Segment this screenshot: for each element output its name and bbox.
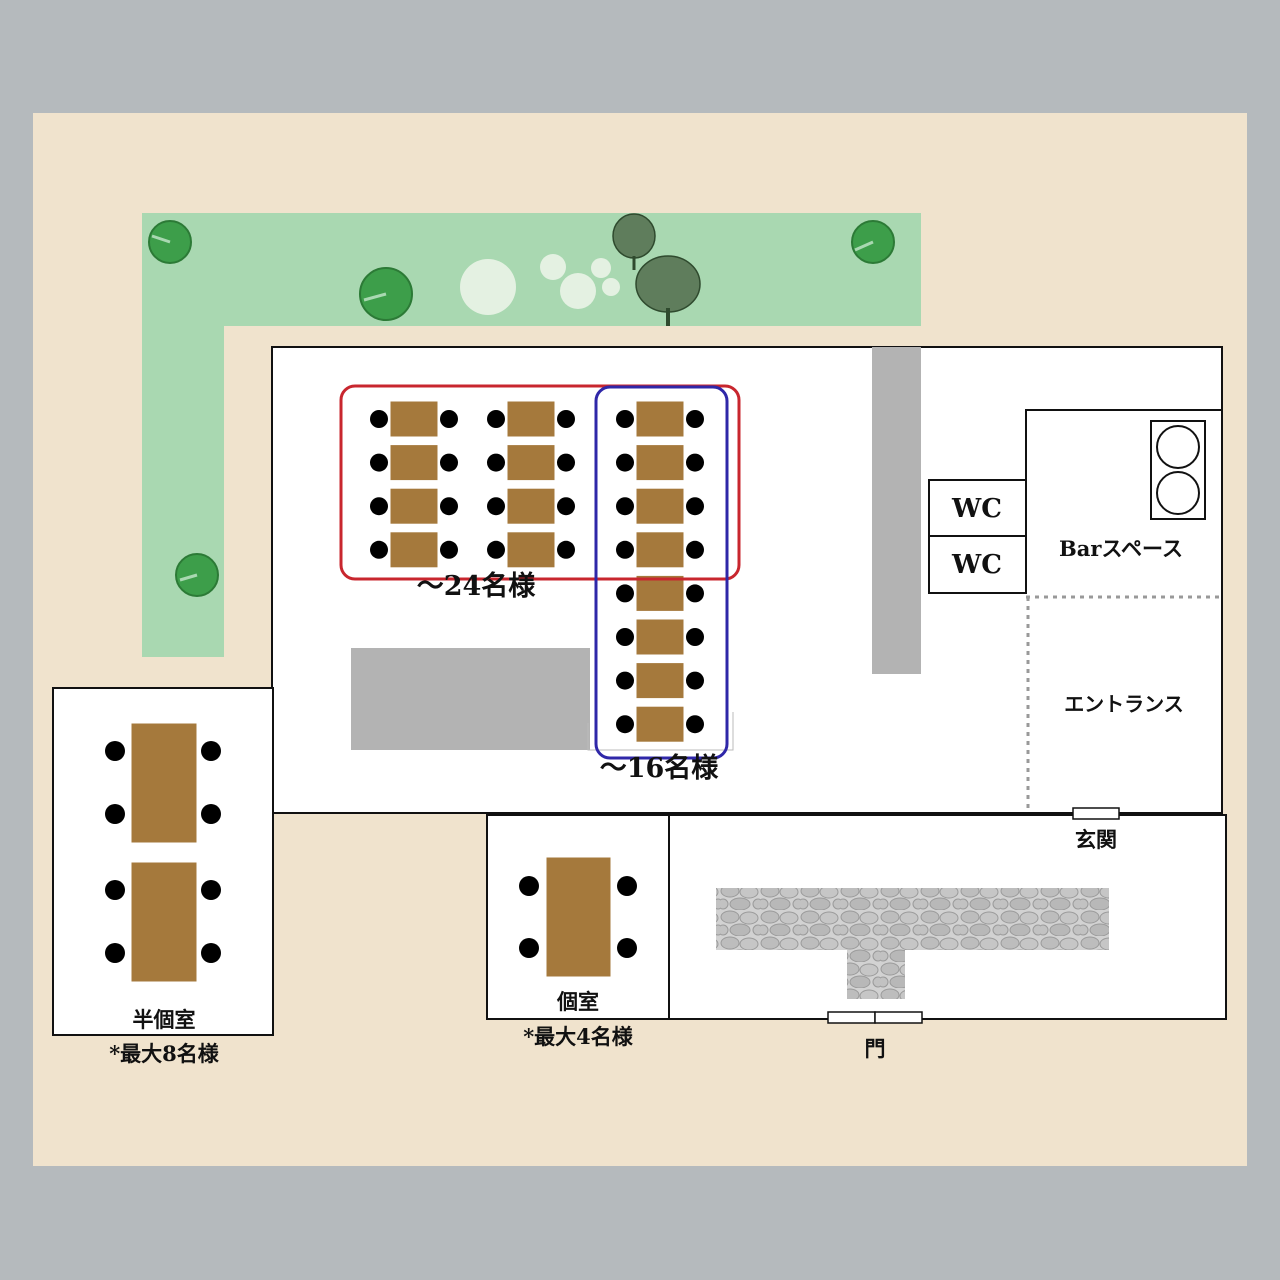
chair <box>370 540 388 559</box>
semi-private-label: 半個室 <box>133 1007 196 1032</box>
table <box>506 531 556 569</box>
table <box>389 444 439 482</box>
genkan-label: 玄関 <box>1075 827 1117 852</box>
table <box>635 531 685 569</box>
semi-private-seating <box>105 722 221 983</box>
genkan-door <box>1072 807 1120 820</box>
chair <box>201 880 221 900</box>
table <box>389 531 439 569</box>
chair <box>105 804 125 824</box>
chair <box>616 497 634 516</box>
table <box>635 444 685 482</box>
bar-label: Barスペース <box>1059 536 1183 561</box>
semi-private-capacity: *最大8名様 <box>109 1041 220 1066</box>
partition-line <box>587 712 734 751</box>
lily-pad-icon <box>148 220 895 597</box>
bar-space: Barスペース エントランス <box>1025 409 1222 812</box>
garden <box>142 213 921 657</box>
chair <box>487 540 505 559</box>
private-capacity: *最大4名様 <box>523 1024 634 1049</box>
gate <box>827 1011 923 1024</box>
table <box>635 400 685 438</box>
wc-label-1: WC <box>951 494 1002 524</box>
group-label-24: 〜24名様 <box>417 570 537 602</box>
chair <box>617 876 637 896</box>
chair <box>201 804 221 824</box>
main-dining-seating <box>370 400 704 743</box>
chair <box>616 671 634 690</box>
stove-burner-icon <box>1150 420 1206 520</box>
chair <box>557 540 575 559</box>
chair <box>105 741 125 761</box>
chair <box>370 497 388 516</box>
table <box>389 487 439 525</box>
chair <box>686 497 704 516</box>
chair <box>440 497 458 516</box>
chair <box>616 540 634 559</box>
chair <box>686 584 704 603</box>
chair <box>616 453 634 472</box>
entrance-label: エントランス <box>1064 692 1184 716</box>
chair <box>686 628 704 646</box>
chair <box>557 453 575 472</box>
wc-room-2 <box>928 535 1027 594</box>
chair <box>686 453 704 472</box>
chair <box>440 410 458 428</box>
table <box>635 705 685 743</box>
group-outline-24 <box>339 384 741 581</box>
chair <box>370 453 388 472</box>
chair <box>487 410 505 428</box>
table <box>635 662 685 700</box>
chair <box>686 671 704 690</box>
table <box>635 618 685 656</box>
chair <box>616 584 634 603</box>
chair <box>440 453 458 472</box>
stepping-stone-icon <box>460 254 620 315</box>
chair <box>370 410 388 428</box>
private-label: 個室 <box>556 989 599 1014</box>
table <box>506 487 556 525</box>
chair <box>487 453 505 472</box>
table <box>506 444 556 482</box>
chair <box>487 497 505 516</box>
tree-icon <box>612 213 701 326</box>
chair <box>616 410 634 428</box>
chair <box>616 628 634 646</box>
table <box>130 722 198 844</box>
stone-path-icon <box>716 888 1109 999</box>
chair <box>201 943 221 963</box>
chair <box>105 880 125 900</box>
chair <box>519 876 539 896</box>
chair <box>557 410 575 428</box>
chair <box>617 938 637 958</box>
table <box>130 861 198 983</box>
chair <box>686 715 704 734</box>
chair <box>686 540 704 559</box>
chair <box>616 715 634 734</box>
chair <box>686 410 704 428</box>
table <box>506 400 556 438</box>
chair <box>519 938 539 958</box>
chair <box>557 497 575 516</box>
table <box>389 400 439 438</box>
group-label-16: 〜16名様 <box>600 752 720 784</box>
table <box>635 574 685 612</box>
chair <box>105 943 125 963</box>
table <box>635 487 685 525</box>
wc-label-2: WC <box>951 550 1002 580</box>
group-outline-16 <box>594 385 729 760</box>
chair <box>440 540 458 559</box>
divider-counter <box>872 347 921 674</box>
private-seating <box>519 856 637 978</box>
table <box>545 856 612 978</box>
gate-label: 門 <box>865 1036 886 1061</box>
chair <box>201 741 221 761</box>
counter-block <box>351 648 590 750</box>
